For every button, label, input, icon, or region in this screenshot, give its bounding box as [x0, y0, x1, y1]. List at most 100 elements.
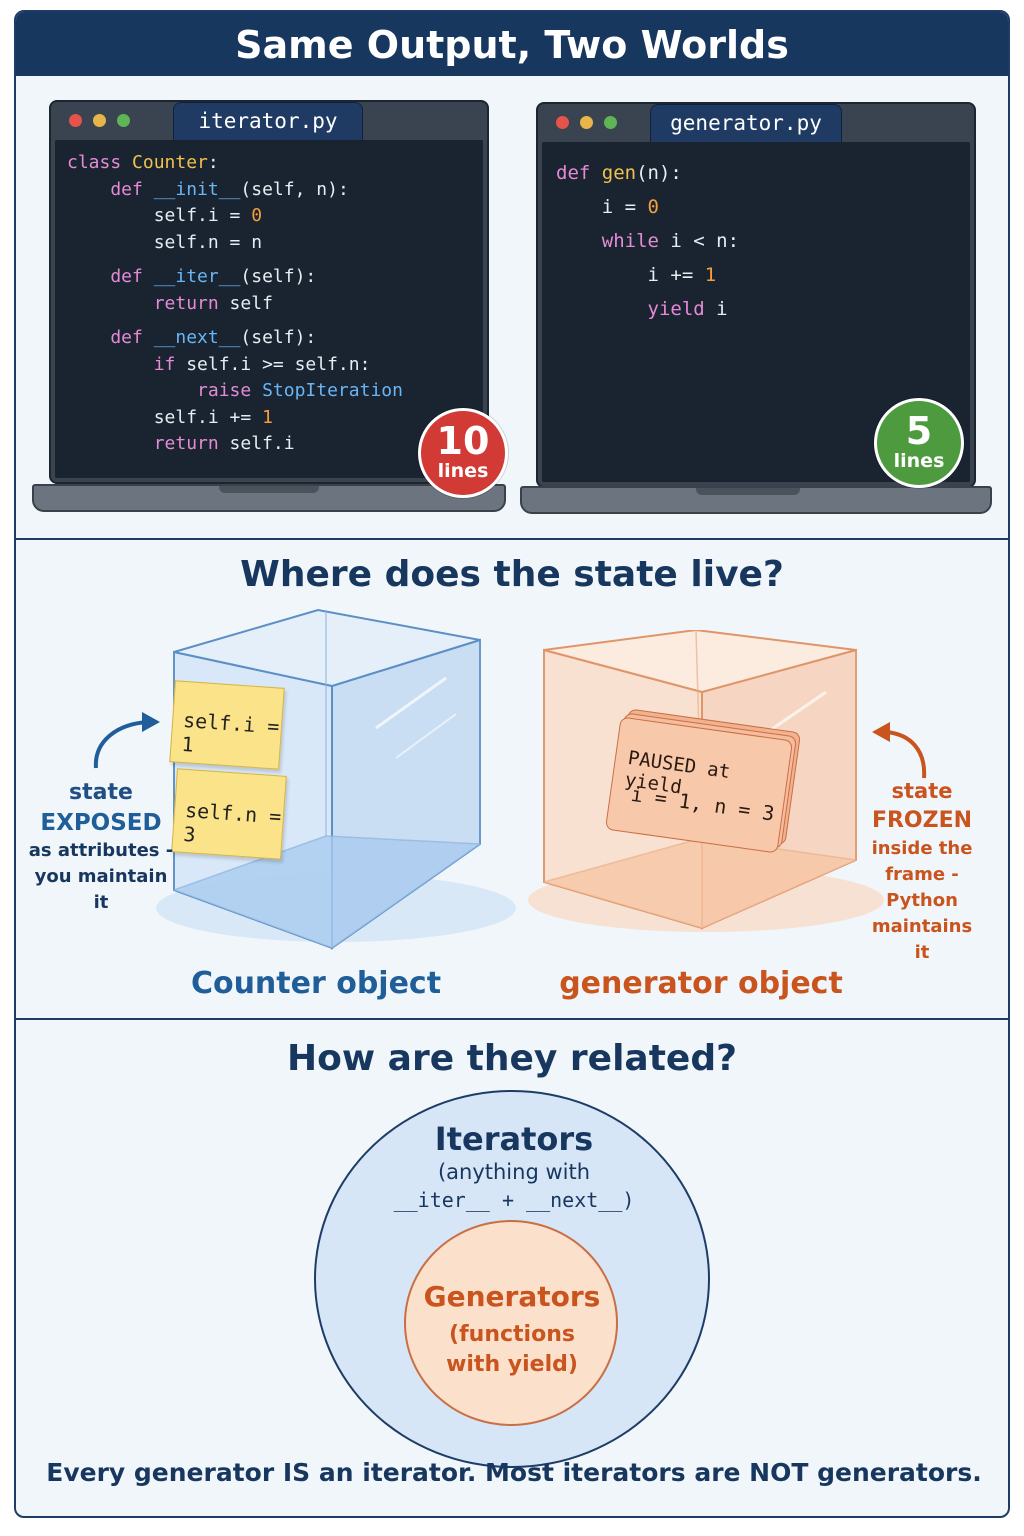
iterator-code-line: self.i += 1: [67, 405, 403, 432]
maximize-dot-icon: [117, 114, 130, 127]
counter-annotation-line4: you maintain it: [34, 866, 168, 913]
iterator-lines-badge: 10 lines: [418, 408, 508, 498]
iterator-laptop: iterator.py class Counter: def __init__(…: [32, 100, 522, 520]
iterator-code-token: __iter__: [153, 266, 241, 287]
generator-file-tab[interactable]: generator.py: [650, 104, 842, 142]
iterator-code-screen: class Counter: def __init__(self, n): se…: [55, 140, 483, 478]
iterator-code-token: self.i >= self.n:: [175, 353, 371, 375]
generator-code-token: i +=: [556, 264, 705, 286]
generator-code-token: i =: [556, 196, 648, 218]
iterator-code-token: (self):: [240, 266, 317, 287]
iterator-code-token: if: [67, 353, 176, 375]
section-divider: [16, 1018, 1008, 1020]
iterator-code-token: self.i: [218, 433, 295, 454]
counter-object-cube: [156, 608, 516, 950]
iterator-laptop-notch: [219, 486, 319, 493]
generator-lines-badge: 5 lines: [874, 398, 964, 488]
generator-code-token: yield: [556, 298, 705, 320]
note-self-i-text: self.i = 1: [180, 707, 281, 757]
generators-subtitle-1: (functions: [449, 1322, 575, 1347]
iterator-code-token: class: [67, 152, 133, 173]
iterator-code-line: def __init__(self, n):: [67, 177, 403, 204]
generator-line-count: 5: [905, 409, 933, 453]
arrow-to-generator-icon: [872, 722, 927, 779]
generator-annotation-line1: state: [891, 779, 953, 803]
generator-annotation-line4: frame -: [885, 864, 959, 885]
iterator-code-token: Counter: [132, 152, 208, 173]
minimize-dot-icon: [93, 114, 106, 127]
iterator-code-line: if self.i >= self.n:: [67, 352, 403, 379]
iterator-code-token: StopIteration: [262, 380, 403, 401]
iterator-code-token: self.i +=: [67, 406, 263, 428]
generator-annotation-line6: maintains it: [871, 916, 973, 963]
iterator-code-token: (self):: [240, 327, 317, 348]
counter-object-caption: Counter object: [190, 966, 442, 1001]
iterators-subtitle-1: (anything with: [437, 1160, 591, 1184]
generators-subtitle-2: with yield): [446, 1352, 578, 1377]
iterators-subtitle-2: __iter__ + __next__): [393, 1188, 635, 1212]
iterators-title: Iterators: [434, 1120, 594, 1158]
generator-object-caption: generator object: [559, 966, 843, 1001]
generator-code-line: i = 0: [556, 190, 739, 224]
infographic-frame: Same Output, Two Worlds iterator.py clas…: [14, 10, 1010, 1518]
generator-code-token: 1: [704, 264, 717, 286]
iterator-code-token: (self, n):: [240, 178, 349, 200]
iterator-code-token: def: [67, 178, 154, 200]
iterator-code-token: return: [67, 433, 219, 454]
iterator-code-token: raise: [67, 380, 263, 401]
generator-annotation-line3: inside the: [871, 838, 973, 859]
iterator-file-tab[interactable]: iterator.py: [173, 102, 363, 140]
generator-code-line: while i < n:: [556, 224, 739, 258]
generators-circle: [404, 1220, 618, 1426]
iterator-code-token: __next__: [153, 327, 241, 348]
generator-annotation-line5: Python: [886, 890, 958, 911]
generator-code-token: (n):: [636, 162, 682, 184]
generator-code-line: yield i: [556, 292, 739, 326]
generator-code-token: 0: [647, 196, 659, 218]
sticky-note-self-n: self.n = 3: [171, 768, 287, 860]
title-bar: Same Output, Two Worlds: [16, 12, 1008, 76]
paused-frame-card: PAUSED at yield i = 1, n = 3: [604, 716, 794, 854]
sticky-note-self-i: self.i = 1: [169, 680, 285, 770]
iterator-code-line: class Counter:: [67, 150, 403, 177]
iterator-window: iterator.py class Counter: def __init__(…: [49, 100, 489, 484]
iterator-code-line: raise StopIteration: [67, 378, 403, 405]
iterator-code-token: __init__: [153, 178, 241, 200]
iterator-code-token: return: [67, 292, 219, 314]
page-title: Same Output, Two Worlds: [235, 23, 789, 67]
iterator-code-line: def __next__(self):: [67, 325, 403, 352]
iterator-code-line: return self.i: [67, 431, 403, 458]
note-self-n-text: self.n = 3: [182, 797, 283, 847]
iterator-code-token: self.n = n: [67, 231, 263, 253]
iterator-code-line: return self: [67, 291, 403, 318]
generator-laptop: generator.py def gen(n): i = 0 while i <…: [520, 102, 1000, 522]
generator-code-token: def: [556, 162, 602, 184]
relation-section-title: How are they related?: [287, 1038, 737, 1079]
counter-annotation-line2: EXPOSED: [40, 810, 162, 836]
arrow-to-counter-icon: [93, 712, 160, 769]
iterator-code-token: def: [67, 327, 154, 348]
generator-annotation-line2: FROZEN: [871, 808, 973, 833]
iterator-code-token: self: [218, 292, 273, 314]
generator-line-unit: lines: [893, 450, 945, 472]
iterator-code-token: :: [207, 152, 219, 173]
relation-footer: Every generator IS an iterator. Most ite…: [46, 1458, 982, 1487]
generator-code-line: i += 1: [556, 258, 739, 292]
generator-laptop-notch: [696, 488, 800, 495]
iterator-line-unit: lines: [437, 460, 489, 482]
iterator-code-line: self.n = n: [67, 230, 403, 257]
counter-annotation-line3: as attributes -: [28, 840, 174, 861]
generator-code-line: def gen(n):: [556, 156, 739, 190]
iterator-code: class Counter: def __init__(self, n): se…: [67, 150, 403, 458]
iterator-code-token: 0: [251, 205, 263, 226]
counter-annotation-line1: state: [69, 780, 133, 805]
iterator-code-token: 1: [262, 406, 273, 428]
state-section-title: Where does the state live?: [240, 554, 784, 595]
generator-code: def gen(n): i = 0 while i < n: i += 1 yi…: [556, 156, 739, 326]
generator-code-token: while: [556, 230, 659, 252]
generator-annotation: state FROZEN inside the frame - Python m…: [862, 776, 982, 966]
generator-code-token: gen: [601, 162, 637, 184]
iterator-code-token: def: [67, 266, 154, 287]
close-dot-icon: [69, 114, 82, 127]
iterator-line-count: 10: [436, 419, 490, 463]
